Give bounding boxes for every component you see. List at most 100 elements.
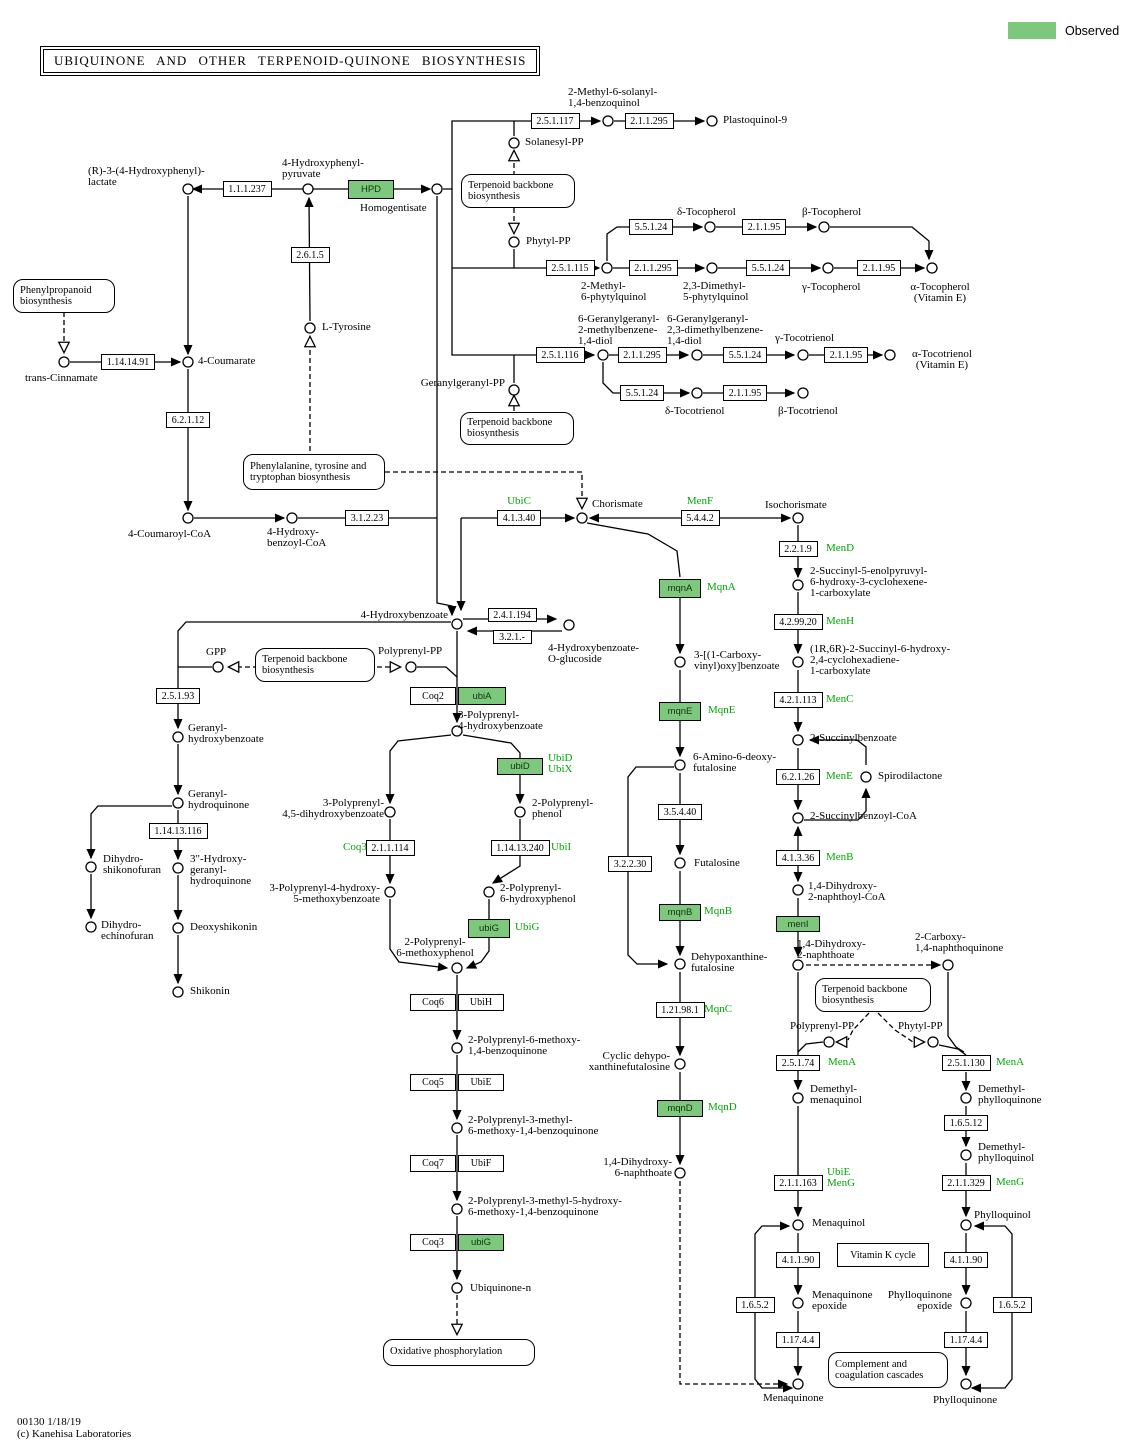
compound-circle[interactable] <box>483 886 495 898</box>
compound-circle[interactable] <box>792 959 804 971</box>
enzyme-box[interactable]: 2.6.1.5 <box>290 247 330 263</box>
gene-box[interactable]: HPD <box>348 179 394 199</box>
enzyme-box[interactable]: 4.2.99.20 <box>773 614 823 630</box>
compound-circle[interactable] <box>942 959 954 971</box>
enzyme-box[interactable]: 5.5.1.24 <box>629 219 673 235</box>
enzyme-box[interactable]: UbiE <box>458 1073 504 1091</box>
compound-circle[interactable] <box>823 1036 835 1048</box>
compound-circle[interactable] <box>508 384 520 396</box>
compound-circle[interactable] <box>960 1297 972 1309</box>
compound-circle[interactable] <box>451 962 463 974</box>
enzyme-box[interactable]: 2.1.1.295 <box>628 260 678 276</box>
compound-circle[interactable] <box>602 115 614 127</box>
enzyme-box[interactable]: 2.1.1.95 <box>824 347 868 363</box>
gene-box[interactable]: mqnB <box>659 903 701 921</box>
enzyme-box[interactable]: UbiF <box>458 1154 504 1172</box>
compound-circle[interactable] <box>172 862 184 874</box>
compound-circle[interactable] <box>960 1149 972 1161</box>
enzyme-box[interactable]: 5.4.4.2 <box>680 510 720 526</box>
enzyme-box[interactable]: 5.5.1.24 <box>746 260 790 276</box>
compound-circle[interactable] <box>451 618 463 630</box>
enzyme-box[interactable]: 3.2.1.- <box>492 630 532 644</box>
compound-circle[interactable] <box>172 731 184 743</box>
compound-circle[interactable] <box>792 812 804 824</box>
compound-circle[interactable] <box>960 1219 972 1231</box>
enzyme-box[interactable]: Coq2 <box>410 687 456 705</box>
compound-circle[interactable] <box>818 221 830 233</box>
enzyme-box[interactable]: 2.4.1.194 <box>487 608 537 622</box>
compound-circle[interactable] <box>384 886 396 898</box>
enzyme-box[interactable]: 4.1.1.90 <box>944 1252 988 1268</box>
enzyme-box[interactable]: 2.1.1.295 <box>617 347 667 363</box>
compound-circle[interactable] <box>792 1219 804 1231</box>
compound-circle[interactable] <box>431 183 443 195</box>
enzyme-box[interactable]: 1.6.5.12 <box>944 1115 988 1131</box>
compound-circle[interactable] <box>960 1378 972 1390</box>
enzyme-box[interactable]: 2.1.1.95 <box>723 385 767 401</box>
gene-box[interactable]: ubiG <box>458 1233 504 1251</box>
compound-circle[interactable] <box>563 619 575 631</box>
enzyme-box[interactable]: 2.2.1.9 <box>778 541 818 557</box>
compound-circle[interactable] <box>597 349 609 361</box>
enzyme-box[interactable]: 2.1.1.295 <box>624 113 674 129</box>
enzyme-box[interactable]: 2.5.1.116 <box>535 347 585 363</box>
compound-circle[interactable] <box>927 1036 939 1048</box>
compound-circle[interactable] <box>704 221 716 233</box>
compound-circle[interactable] <box>674 857 686 869</box>
compound-circle[interactable] <box>514 806 526 818</box>
enzyme-box[interactable]: 1.17.4.4 <box>944 1332 988 1348</box>
compound-circle[interactable] <box>182 512 194 524</box>
enzyme-box[interactable]: Coq7 <box>410 1154 456 1172</box>
enzyme-box[interactable]: Coq6 <box>410 993 456 1011</box>
enzyme-box[interactable]: 2.1.1.95 <box>742 219 786 235</box>
enzyme-box[interactable]: 2.1.1.163 <box>773 1175 823 1191</box>
compound-circle[interactable] <box>706 115 718 127</box>
enzyme-box[interactable]: 4.2.1.113 <box>773 692 823 708</box>
compound-circle[interactable] <box>674 1058 686 1070</box>
compound-circle[interactable] <box>304 322 316 334</box>
enzyme-box[interactable]: 1.6.5.2 <box>992 1297 1032 1313</box>
compound-circle[interactable] <box>822 262 834 274</box>
compound-circle[interactable] <box>508 236 520 248</box>
enzyme-box[interactable]: 2.1.1.329 <box>941 1175 991 1191</box>
compound-circle[interactable] <box>384 806 396 818</box>
compound-circle[interactable] <box>451 1203 463 1215</box>
enzyme-box[interactable]: 1.1.1.237 <box>222 181 272 197</box>
compound-circle[interactable] <box>884 349 896 361</box>
compound-circle[interactable] <box>674 958 686 970</box>
compound-circle[interactable] <box>172 797 184 809</box>
compound-circle[interactable] <box>792 1092 804 1104</box>
compound-circle[interactable] <box>926 262 938 274</box>
enzyme-box[interactable]: Vitamin K cycle <box>837 1243 929 1267</box>
enzyme-box[interactable]: 5.5.1.24 <box>723 347 767 363</box>
enzyme-box[interactable]: 1.17.4.4 <box>776 1332 820 1348</box>
compound-circle[interactable] <box>508 137 520 149</box>
compound-circle[interactable] <box>58 356 70 368</box>
enzyme-box[interactable]: 3.5.4.40 <box>658 804 702 820</box>
enzyme-box[interactable]: 1.21.98.1 <box>655 1002 705 1018</box>
enzyme-box[interactable]: 1.14.14.91 <box>101 354 155 370</box>
compound-circle[interactable] <box>960 1092 972 1104</box>
compound-circle[interactable] <box>601 262 613 274</box>
gene-box[interactable]: ubiD <box>497 757 543 775</box>
compound-circle[interactable] <box>302 183 314 195</box>
gene-box[interactable]: mqnE <box>659 701 701 721</box>
enzyme-box[interactable]: 2.5.1.130 <box>941 1055 991 1071</box>
compound-circle[interactable] <box>792 884 804 896</box>
compound-circle[interactable] <box>860 771 872 783</box>
enzyme-box[interactable]: UbiH <box>458 993 504 1011</box>
compound-circle[interactable] <box>792 656 804 668</box>
compound-circle[interactable] <box>706 262 718 274</box>
compound-circle[interactable] <box>576 512 588 524</box>
compound-circle[interactable] <box>792 1297 804 1309</box>
compound-circle[interactable] <box>405 661 417 673</box>
compound-circle[interactable] <box>451 725 463 737</box>
compound-circle[interactable] <box>451 1282 463 1294</box>
compound-circle[interactable] <box>182 356 194 368</box>
compound-circle[interactable] <box>792 734 804 746</box>
